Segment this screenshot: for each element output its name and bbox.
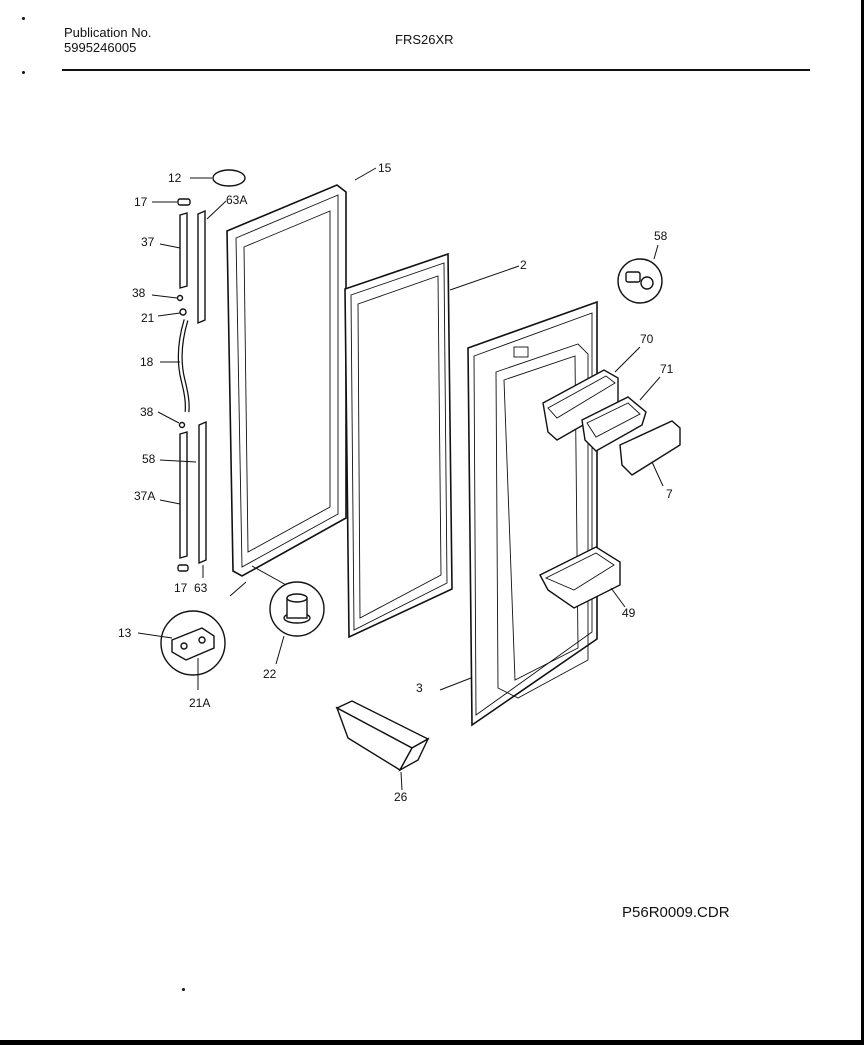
part-7-bin-cover <box>619 420 681 487</box>
callout-70: 70 <box>640 332 654 346</box>
callout-63a: 63A <box>226 193 247 207</box>
part-17-bottom-plug <box>177 564 189 572</box>
callout-21: 21 <box>141 311 155 325</box>
callout-2: 2 <box>520 258 527 272</box>
callout-3: 3 <box>416 681 423 695</box>
part-58-screw-line <box>159 459 197 463</box>
part-37-upper-trim <box>159 212 188 289</box>
part-63-lower-strip <box>198 420 207 578</box>
callout-21a: 21A <box>189 696 210 710</box>
callout-63: 63 <box>194 581 208 595</box>
part-22-bushing <box>269 581 325 665</box>
part-13-hinge <box>137 610 226 690</box>
callout-17-top: 17 <box>134 195 148 209</box>
callout-26: 26 <box>394 790 408 804</box>
callout-71: 71 <box>660 362 674 376</box>
callout-15: 15 <box>378 161 392 175</box>
part-38-lower-clip <box>157 411 186 429</box>
callout-12: 12 <box>168 171 182 185</box>
callout-49: 49 <box>622 606 636 620</box>
part-17-top-plug <box>152 198 191 206</box>
part-12-oval-cap <box>190 169 246 187</box>
header-rule <box>62 69 810 71</box>
part-58-mounting-screw <box>617 244 663 304</box>
model-number: FRS26XR <box>395 32 454 47</box>
part-2-door-gasket <box>344 252 520 639</box>
callout-18: 18 <box>140 355 154 369</box>
part-15-door-frame <box>226 167 377 597</box>
page-border-right <box>861 0 864 1045</box>
part-38-upper-clip <box>151 294 184 302</box>
margin-dot-bottom <box>182 988 185 991</box>
margin-dot-top <box>22 17 25 20</box>
callout-38-lower: 38 <box>140 405 154 419</box>
callout-58-left: 58 <box>142 452 156 466</box>
page-border-bottom <box>0 1040 864 1045</box>
callout-37a: 37A <box>134 489 155 503</box>
part-26-bottom-bin <box>335 700 430 791</box>
part-37a-lower-trim <box>159 431 188 559</box>
callout-37: 37 <box>141 235 155 249</box>
callout-13: 13 <box>118 626 132 640</box>
callout-38-upper: 38 <box>132 286 146 300</box>
publication-label: Publication No. <box>64 25 152 40</box>
callout-17-bottom: 17 <box>174 581 188 595</box>
margin-dot-mid <box>22 71 25 74</box>
part-18-handle-rod <box>160 319 190 413</box>
callout-22: 22 <box>263 667 277 681</box>
part-3-inner-door-panel <box>439 300 598 727</box>
part-21-screw <box>157 308 187 317</box>
publication-number: 5995246005 <box>64 40 137 55</box>
callout-58-right: 58 <box>654 229 668 243</box>
callout-7: 7 <box>666 487 673 501</box>
part-49-lower-bin <box>539 546 626 609</box>
part-71-small-bin <box>581 376 661 452</box>
drawing-file-code: P56R0009.CDR <box>622 904 730 921</box>
part-63a-upper-strip <box>197 200 227 325</box>
